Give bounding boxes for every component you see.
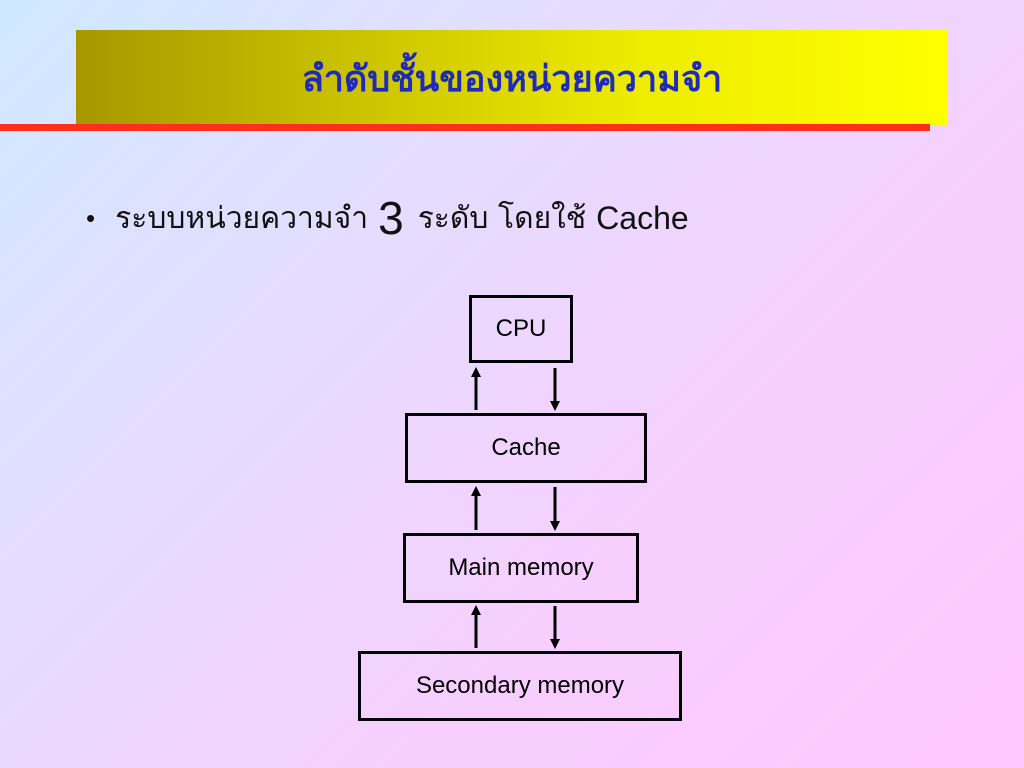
- cpu-box: CPU: [469, 295, 573, 363]
- main-memory-label: Main memory: [448, 554, 594, 581]
- title-divider: [0, 124, 930, 131]
- cache-label: Cache: [491, 434, 561, 461]
- secondary-memory-box: Secondary memory: [358, 651, 682, 721]
- secondary-memory-label: Secondary memory: [415, 672, 625, 699]
- bullet-dot: •: [86, 202, 96, 233]
- bullet-item: • ระบบหน่วยความจำ 3 ระดับ โดยใช้ Cache: [86, 188, 689, 248]
- cache-box: Cache: [405, 413, 647, 483]
- slide-title: ลำดับชั้นของหน่วยความจำ: [301, 57, 723, 100]
- cpu-label: CPU: [495, 315, 547, 342]
- bullet-term: Cache: [596, 199, 689, 236]
- main-memory-box: Main memory: [403, 533, 639, 603]
- bullet-number: 3: [378, 192, 404, 244]
- bullet-text-before: ระบบหน่วยความจำ: [115, 200, 369, 236]
- title-bar: [76, 30, 948, 126]
- bullet-text-after: ระดับ โดยใช้: [417, 200, 587, 236]
